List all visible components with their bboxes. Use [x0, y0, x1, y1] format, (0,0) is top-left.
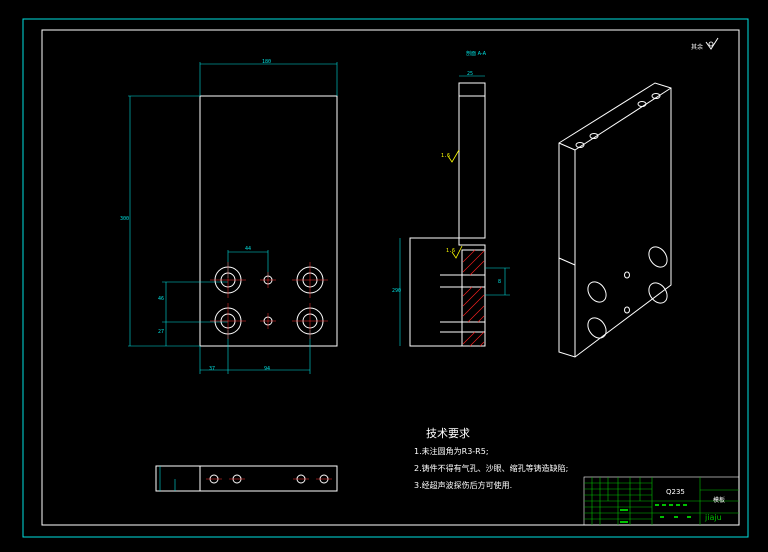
part-name: 模板 [713, 497, 726, 504]
section-hatch [462, 249, 485, 347]
tech-requirements: 技术要求 1.未注圆角为R3-R5; 2.铸件不得有气孔、沙眼、缩孔等铸造缺陷;… [414, 425, 584, 491]
dim-bottom-left: 37 [209, 366, 216, 372]
roughness-value-1: 1.6 [441, 153, 451, 159]
dim-bottom-mid: 94 [264, 366, 271, 372]
top-view [155, 465, 338, 492]
front-view-holes [210, 262, 328, 339]
dim-side-height: 290 [392, 288, 402, 294]
roughness-value-2: 1.6 [446, 248, 456, 254]
section-label: 剖面 A-A [466, 51, 487, 57]
dim-hole-offset-1: 46 [158, 296, 165, 302]
dim-section-depth: 8 [498, 279, 502, 285]
watermark-text: jiaju [705, 513, 722, 522]
front-view [128, 62, 338, 374]
tech-requirement-item: 1.未注圆角为R3-R5; [414, 447, 489, 456]
dim-side-width: 25 [467, 71, 474, 77]
material-label: Q235 [666, 488, 685, 496]
title-block [583, 476, 740, 526]
tech-requirement-item: 3.经超声波探伤后方可使用. [414, 481, 513, 490]
roughness-note: 其余 [691, 44, 704, 51]
roughness-symbol [447, 149, 463, 259]
side-view [399, 75, 510, 347]
dim-hole-spacing: 44 [245, 246, 252, 252]
tech-requirement-item: 2.铸件不得有气孔、沙眼、缩孔等铸造缺陷; [414, 464, 569, 473]
roughness-check-icon [705, 37, 719, 50]
dim-hole-offset-2: 27 [158, 329, 165, 335]
outer-border [22, 18, 749, 538]
dim-front-height: 300 [120, 216, 130, 222]
dim-front-width: 180 [262, 59, 272, 65]
isometric-view [558, 82, 672, 358]
inner-border [41, 29, 740, 526]
tech-requirements-title: 技术要求 [426, 427, 470, 440]
